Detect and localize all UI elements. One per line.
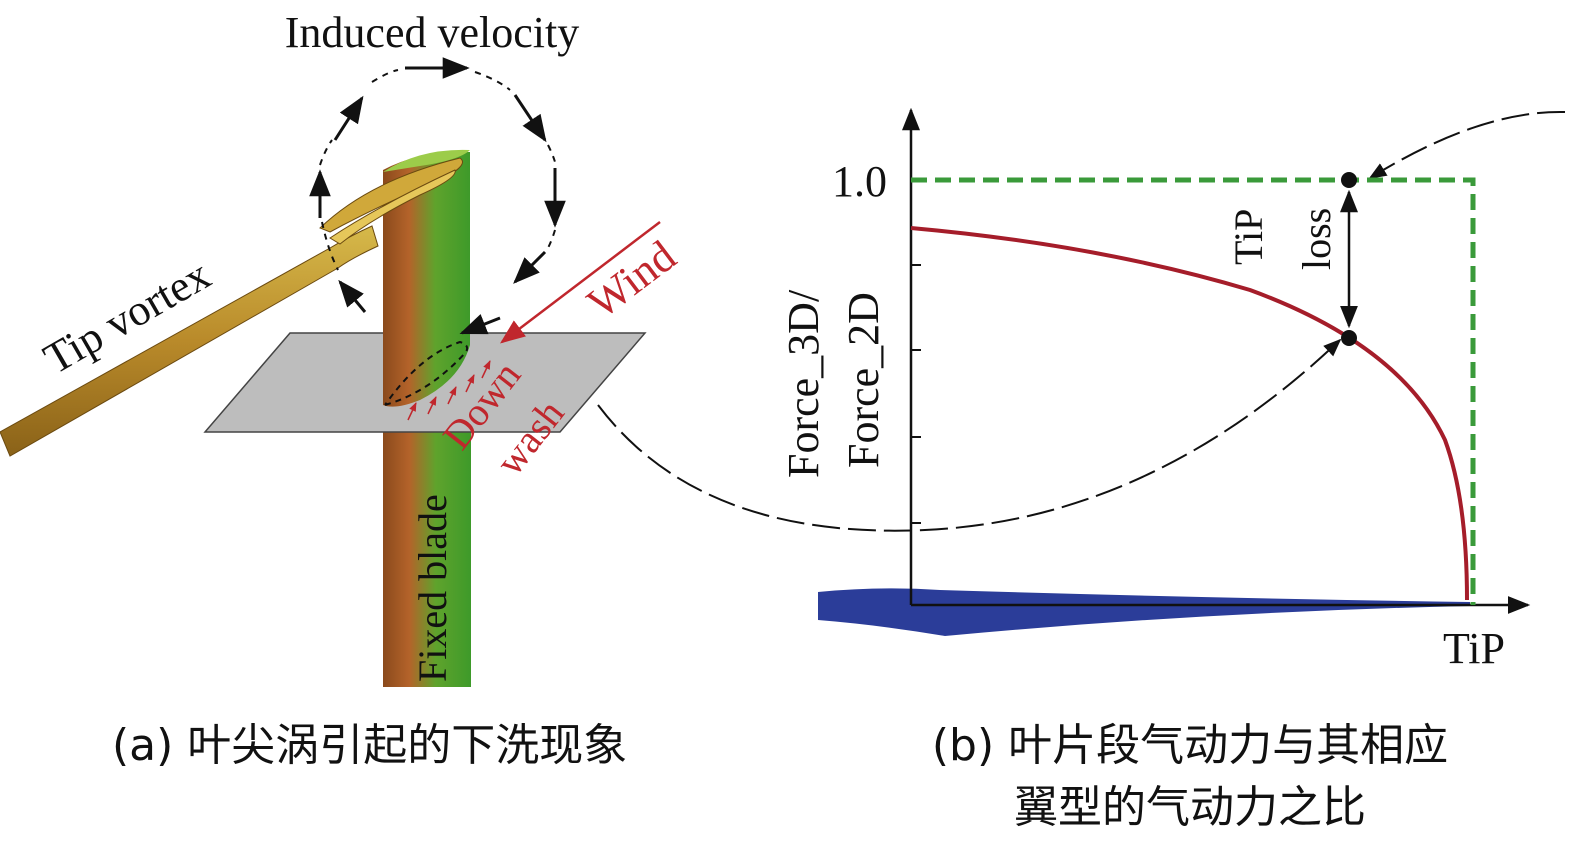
ideal-ratio-line [911, 177, 1476, 605]
fixed-blade-upper [383, 151, 470, 407]
tip-vortex-loop [329, 169, 456, 245]
panel-b: 1.0 Force_3D/ Force_2D TiP loss TiP (b) … [779, 107, 1531, 833]
airfoil-section-outline [384, 340, 469, 406]
induced-velocity-arrow [333, 95, 364, 141]
actual-ratio-curve [910, 226, 1469, 601]
tip-vortex-loop [319, 157, 463, 233]
induced-velocity-label: Induced velocity [285, 8, 579, 57]
y-axis-label-line2: Force_2D [839, 292, 888, 468]
tip-loss-label-tip: TiP [1226, 209, 1271, 265]
x-axis-label: TiP [1443, 624, 1505, 673]
panel-a: Induced velocity Tip vortex Wind Down wa… [0, 8, 685, 771]
downwash-arrow [481, 360, 491, 379]
induced-velocity-arrow [459, 314, 501, 335]
caption-b-line1: (b) 叶片段气动力与其相应 [932, 720, 1448, 771]
y-tick-label: 1.0 [832, 157, 887, 206]
blade-tip-cap [383, 149, 470, 172]
caption-a: (a) 叶尖涡引起的下洗现象 [112, 720, 627, 771]
downwash-arrow [447, 386, 457, 405]
downwash-arrow [427, 396, 437, 415]
induced-velocity-arrow [513, 250, 547, 284]
downwash-arrow [465, 374, 475, 393]
downwash-arrow [407, 402, 417, 421]
induced-velocity-dashes [319, 69, 556, 271]
induced-velocity-arrow [513, 94, 547, 143]
blade-planform [818, 588, 1470, 636]
connector-arc-top [1368, 110, 1566, 179]
tip-loss-label-loss: loss [1294, 208, 1339, 270]
actual-point [1341, 330, 1357, 346]
induced-velocity-arrow [338, 279, 367, 313]
fixed-blade-lower [383, 400, 471, 687]
wind-arrow [500, 221, 661, 344]
fixed-blade-label: Fixed blade [410, 494, 455, 682]
caption-b-line2: 翼型的气动力之比 [1014, 782, 1366, 833]
y-axis-label-line1: Force_3D/ [779, 289, 828, 478]
connector-arc [597, 338, 1342, 532]
wind-label: Wind [579, 231, 685, 328]
ideal-point [1341, 172, 1357, 188]
